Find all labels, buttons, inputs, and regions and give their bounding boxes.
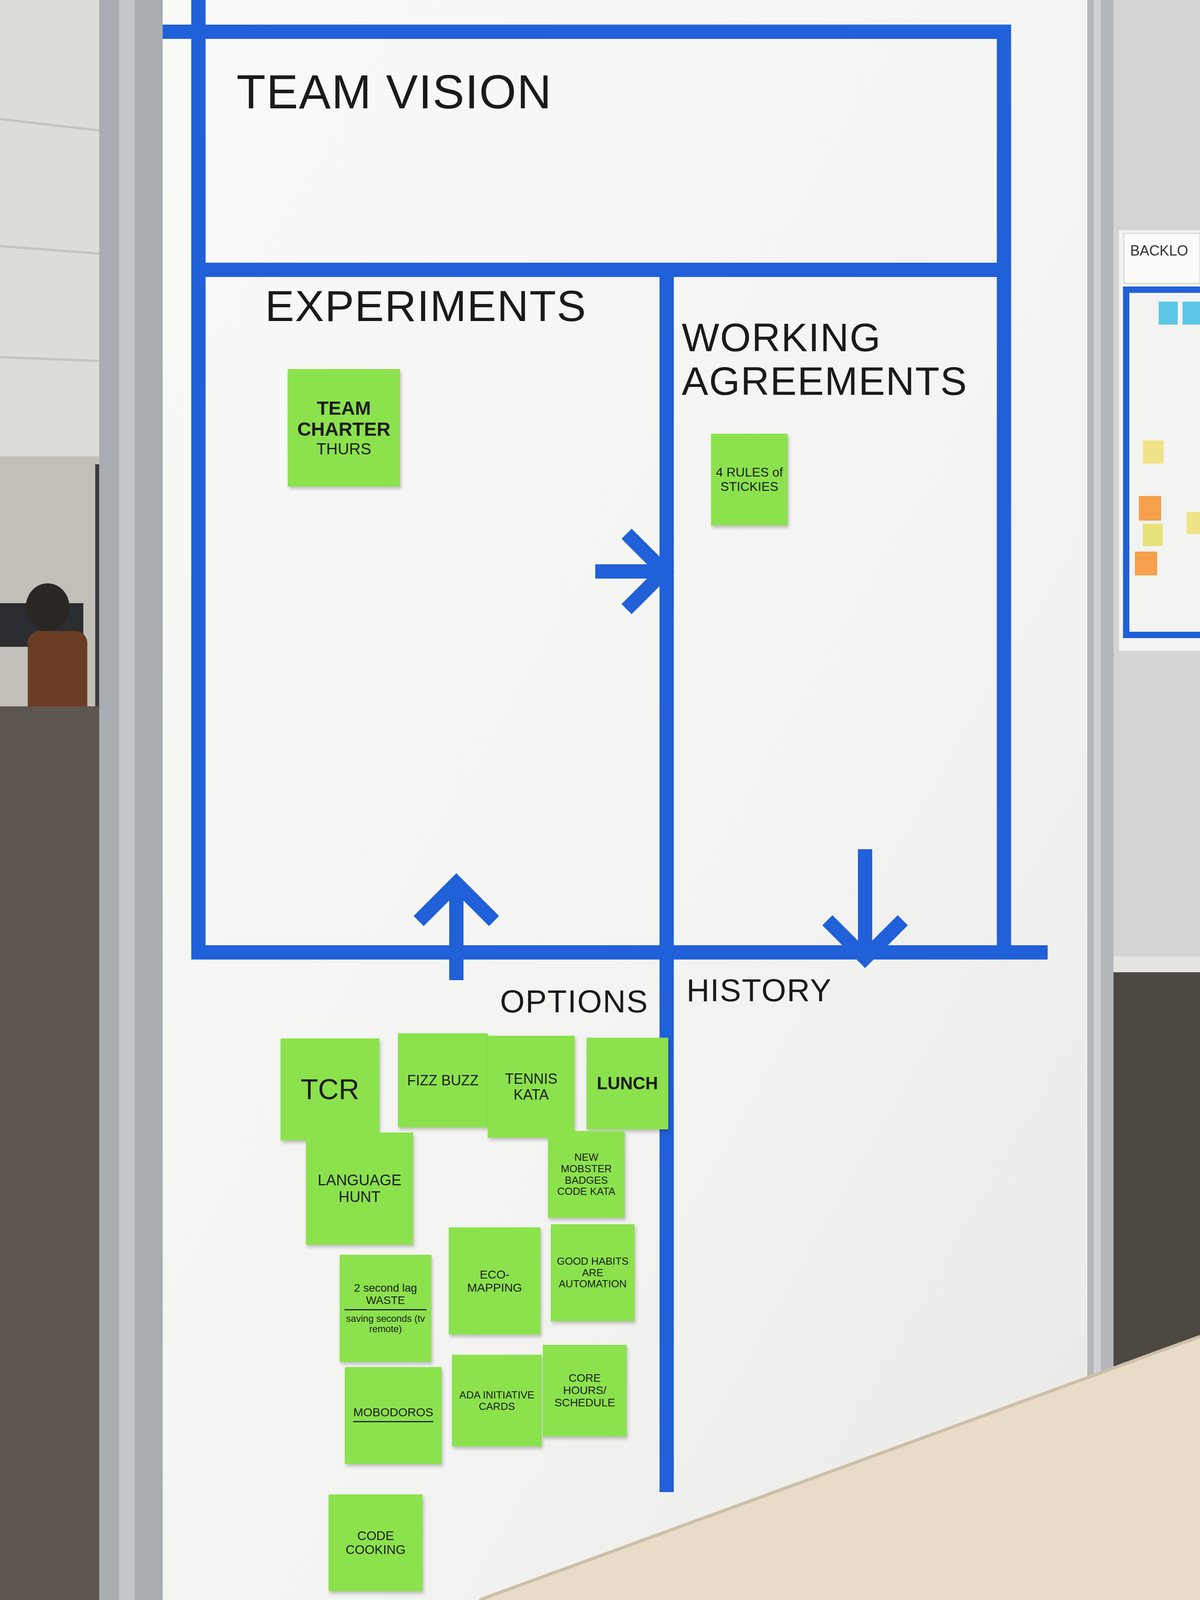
sticky-note: ECO-MAPPING <box>448 1227 541 1335</box>
sticky-note-small <box>1138 496 1162 521</box>
sticky-note-small <box>1182 301 1200 325</box>
sticky-note: LUNCH <box>586 1037 669 1130</box>
tape-strip <box>162 24 1012 39</box>
baseboard <box>1111 956 1200 973</box>
whiteboard <box>162 0 1092 1600</box>
board-region: TEAM VISION <box>214 47 989 254</box>
sticky-note-small <box>1158 301 1178 325</box>
sticky-text: TEAM CHARTER <box>292 398 396 441</box>
board-region: OPTIONS TCR FIZZ BUZZ TENNIS KATA LUNCH LANGU… <box>214 980 671 1600</box>
sticky-note: GOOD HABITS ARE AUTOMATION <box>550 1224 635 1322</box>
tape-arrow-head <box>418 883 495 922</box>
sticky-note-small <box>1142 523 1163 547</box>
sticky-text: TCR <box>300 1073 360 1106</box>
region-heading: WORKING AGREEMENTS <box>681 315 1001 403</box>
sticky-note: NEW MOBSTER BADGES CODE KATA <box>548 1130 625 1218</box>
region-heading: EXPERIMENTS <box>265 281 587 330</box>
region-heading: TEAM VISION <box>236 65 552 118</box>
sticky-text: FIZZ BUZZ <box>407 1072 479 1089</box>
sticky-text: saving seconds (tv remote) <box>344 1313 427 1335</box>
board-region: HISTORY <box>678 968 1072 1600</box>
board-region: EXPERIMENTS TEAM CHARTERTHURS <box>214 277 596 874</box>
board-region: WORKING AGREEMENTS 4 RULES of STICKIES <box>674 277 1001 850</box>
sticky-note-small <box>1142 440 1164 464</box>
sticky-note: CODE COOKING <box>328 1494 423 1592</box>
right-wall <box>1111 0 1200 969</box>
sticky-note: TEAM CHARTERTHURS <box>287 369 400 487</box>
board-frame <box>1087 0 1114 1600</box>
desk <box>479 1336 1200 1600</box>
sticky-note: 4 RULES of STICKIES <box>711 433 788 526</box>
person <box>25 583 70 631</box>
sticky-text: CODE COOKING <box>333 1528 418 1557</box>
sticky-note-small <box>1186 511 1200 535</box>
sticky-text: MOBODOROS <box>353 1405 434 1423</box>
sticky-note: LANGUAGE HUNT <box>305 1132 414 1245</box>
sticky-note: 2 second lag WASTEsaving seconds (tv rem… <box>339 1254 432 1362</box>
tape-strip <box>996 24 1012 960</box>
board-label: BACKLO <box>1130 242 1189 259</box>
sticky-note: ADA INITIATIVE CARDS <box>451 1354 542 1447</box>
sticky-note: MOBODOROS <box>344 1367 442 1464</box>
backlog-card <box>1123 233 1200 284</box>
sticky-text: 2 second lag WASTE <box>344 1282 427 1311</box>
sticky-text: GOOD HABITS ARE AUTOMATION <box>555 1255 630 1290</box>
board-frame-highlight <box>1093 0 1101 1600</box>
tape-strip <box>191 0 206 960</box>
tape-strip <box>659 262 674 1493</box>
sticky-text: 4 RULES of STICKIES <box>715 465 783 494</box>
sticky-text: NEW MOBSTER BADGES CODE KATA <box>552 1151 620 1197</box>
backlog-tape <box>1126 289 1200 635</box>
sticky-text: CORE HOURS/ SCHEDULE <box>547 1372 622 1409</box>
region-heading: OPTIONS <box>500 984 649 1020</box>
desk-edge <box>479 1336 1200 1600</box>
sticky-text: TENNIS KATA <box>492 1071 570 1103</box>
backlog-board <box>1119 230 1200 651</box>
blue-tape <box>162 0 1048 1493</box>
tape-arrow-head <box>626 533 665 610</box>
sticky-note: CORE HOURS/ SCHEDULE <box>542 1344 627 1437</box>
sticky-note: TENNIS KATA <box>487 1035 575 1138</box>
ceiling-tile-line <box>0 119 104 362</box>
sticky-note-small <box>1134 551 1158 576</box>
sticky-text: LUNCH <box>596 1073 658 1093</box>
sticky-text: ECO-MAPPING <box>453 1267 536 1295</box>
label-holder: BACKLO <box>1130 242 1189 259</box>
tape-arrow <box>827 849 903 958</box>
sticky-text: THURS <box>316 440 372 458</box>
tape-strip <box>191 262 1012 277</box>
tape-strip <box>191 945 1048 960</box>
tape-arrow-shaft <box>857 849 873 958</box>
sticky-note: TCR <box>280 1038 380 1141</box>
sticky-text: ADA INITIATIVE CARDS <box>456 1389 537 1412</box>
tape-arrow <box>595 533 665 610</box>
board-frame-highlight <box>119 0 135 1600</box>
board-frame <box>99 0 167 1600</box>
sticky-note: FIZZ BUZZ <box>398 1033 488 1128</box>
tape-arrow-head <box>827 920 903 958</box>
region-heading: HISTORY <box>686 973 833 1008</box>
sticky-text: LANGUAGE HUNT <box>310 1172 409 1206</box>
tape-arrow <box>418 883 495 981</box>
